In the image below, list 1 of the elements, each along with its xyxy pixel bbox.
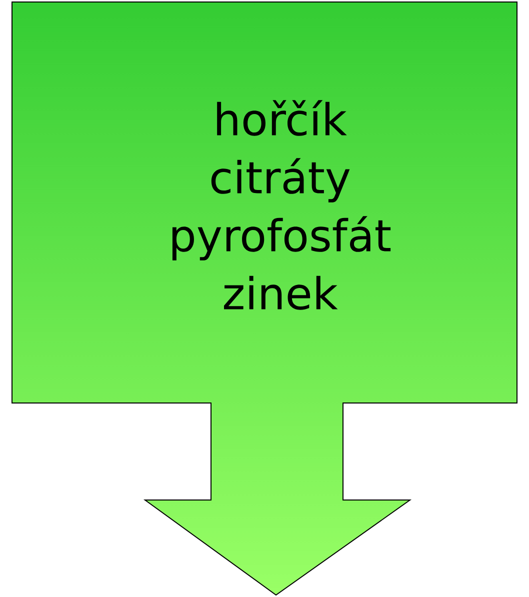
arrow-callout: hořčík citráty pyrofosfát zinek xyxy=(12,2,518,596)
